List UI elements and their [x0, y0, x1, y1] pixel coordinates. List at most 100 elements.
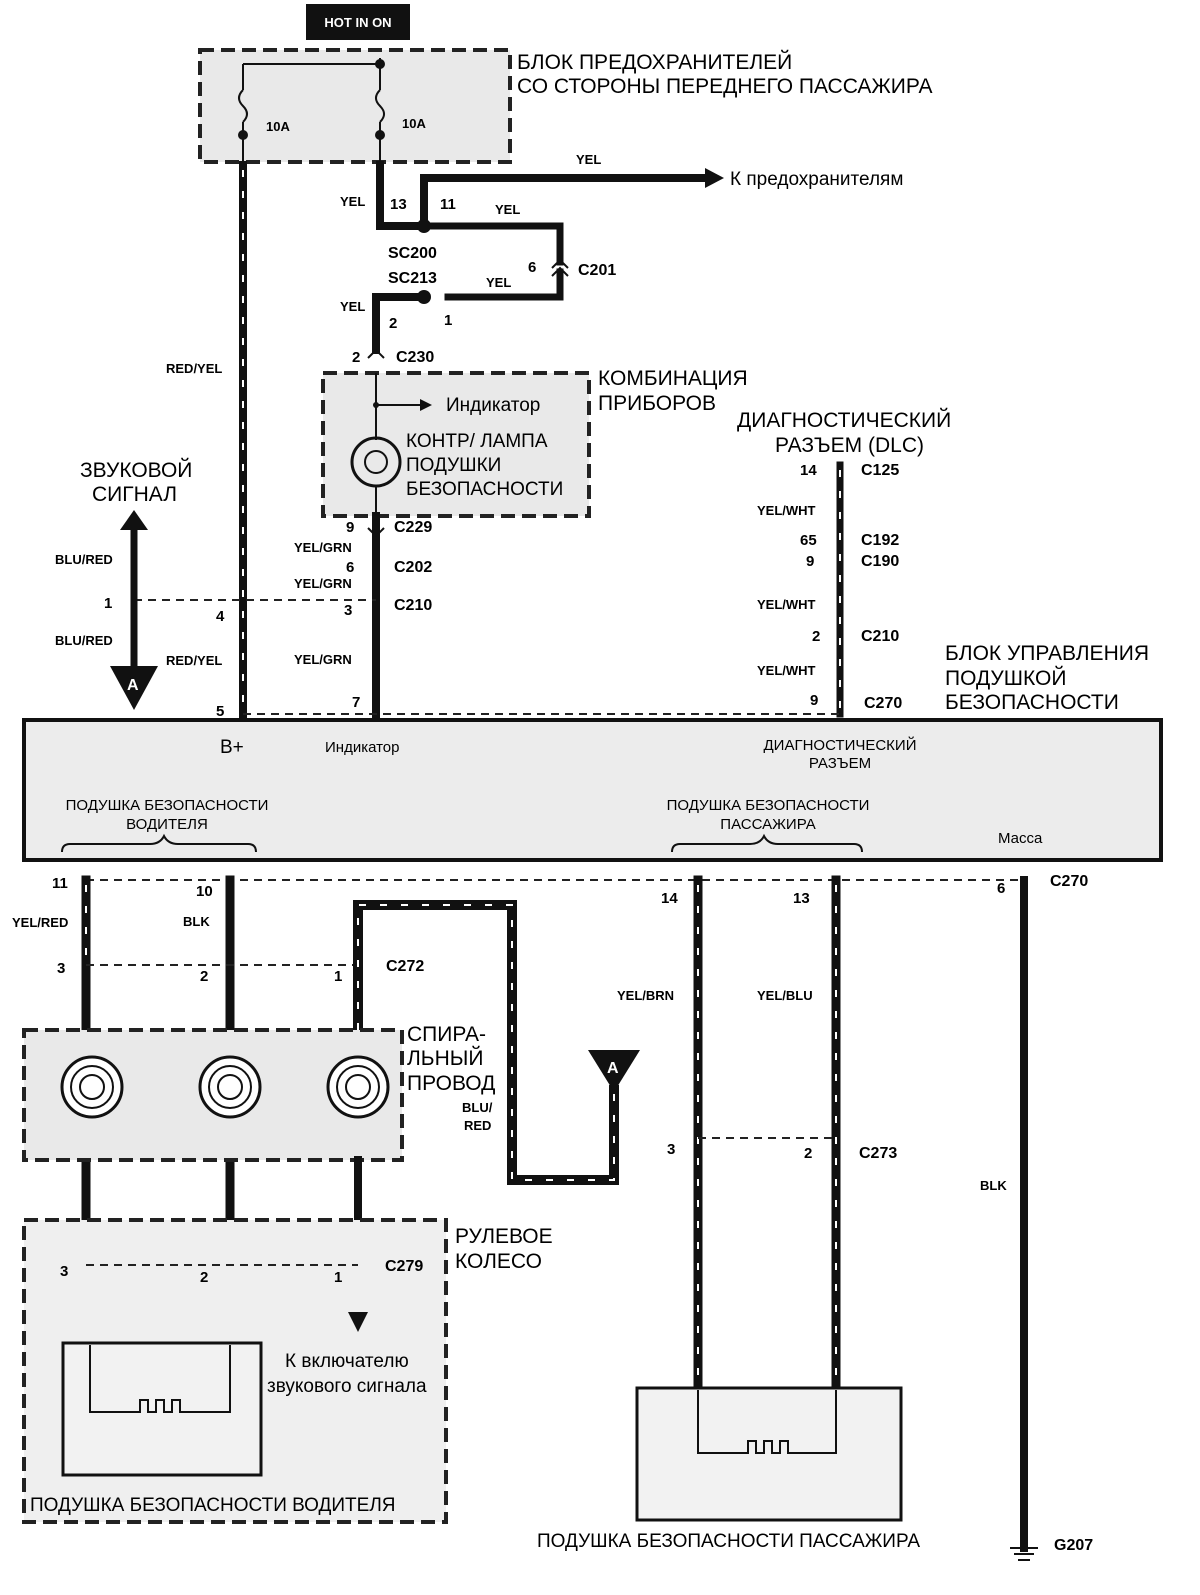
label-yel-red: YEL/RED [12, 915, 68, 930]
clockspring-coil-2-icon [198, 1055, 262, 1119]
sc213-label: SC213 [388, 270, 437, 287]
label-red-yel-2: RED/YEL [166, 653, 222, 668]
hot-label: HOT IN ON [324, 15, 391, 30]
fuse-left-icon [238, 89, 248, 123]
label-yel-1: YEL [340, 194, 365, 209]
pin-6-c201: 6 [528, 259, 536, 276]
c210-label-2: C210 [861, 628, 899, 645]
module-diag-1: ДИАГНОСТИЧЕСКИЙ [764, 736, 917, 754]
module-pass-2: ПАССАЖИРА [720, 816, 815, 833]
pin-2-sc213: 2 [389, 315, 397, 332]
module-indicator: Индикатор [325, 739, 400, 756]
pin-6-c202: 6 [346, 559, 354, 576]
module-title-2: ПОДУШКОЙ [945, 666, 1066, 690]
label-blk-1: BLK [183, 914, 210, 929]
driver-airbag-module [61, 1341, 263, 1477]
airbag-control-module [22, 718, 1163, 862]
driver-airbag-label: ПОДУШКА БЕЗОПАСНОСТИ ВОДИТЕЛЯ [30, 1495, 396, 1516]
wire-yel-1 [376, 161, 424, 230]
pin-1-c272: 1 [334, 968, 342, 985]
pin-5: 5 [216, 703, 224, 720]
cluster-title-1: КОМБИНАЦИЯ [598, 367, 748, 390]
pin-13-c270: 13 [793, 890, 810, 907]
pin-65: 65 [800, 532, 817, 549]
lamp-label-2: ПОДУШКИ [406, 455, 501, 476]
passenger-airbag-label: ПОДУШКА БЕЗОПАСНОСТИ ПАССАЖИРА [537, 1531, 920, 1552]
pin-2-c230: 2 [352, 349, 360, 366]
clockspring-coil-3-icon [326, 1055, 390, 1119]
wheel-label-2: КОЛЕСО [455, 1250, 542, 1273]
label-blu-red-2: BLU/RED [55, 633, 113, 648]
label-red-yel-1: RED/YEL [166, 361, 222, 376]
pin-2-c272: 2 [200, 968, 208, 985]
cluster-indicator-label: Индикатор [446, 395, 540, 416]
pin-2-c273: 2 [804, 1145, 812, 1162]
label-yel-grn-2: YEL/GRN [294, 576, 352, 591]
fuse-block-title-2: СО СТОРОНЫ ПЕРЕДНЕГО ПАССАЖИРА [517, 75, 933, 98]
sc200-label: SC200 [388, 245, 437, 262]
pin-4: 4 [216, 608, 225, 625]
lamp-label-3: БЕЗОПАСНОСТИ [406, 479, 563, 500]
c272-label: C272 [386, 958, 424, 975]
c230-label: C230 [396, 349, 434, 366]
ref-a-top: A [127, 677, 139, 694]
driver-squib-icon [89, 1345, 231, 1413]
lamp-label-1: КОНТР/ ЛАМПА [406, 431, 548, 452]
label-yel-blu: YEL/BLU [757, 988, 813, 1003]
pin-9-c229: 9 [346, 519, 354, 536]
module-bplus: B+ [220, 737, 244, 758]
c125-label: C125 [861, 462, 899, 479]
clockspring-label-3: ПРОВОД [407, 1072, 495, 1095]
ref-a-bottom: A [607, 1060, 619, 1077]
pin-10: 10 [196, 883, 213, 900]
label-yel-wht-2: YEL/WHT [757, 597, 816, 612]
horn-title-2: СИГНАЛ [92, 483, 177, 506]
c270-label-top: C270 [864, 695, 902, 712]
pin-9-c190: 9 [806, 553, 814, 570]
arrow-to-fuses-icon [705, 168, 724, 188]
pin-1-sc213: 1 [444, 312, 452, 329]
wire-blu-red-loop [353, 900, 619, 1185]
c273-label: C273 [859, 1145, 897, 1162]
pin-2-c210: 2 [812, 628, 820, 645]
pin-2-c279: 2 [200, 1269, 208, 1286]
horn-arrow-icon [120, 510, 148, 530]
label-blu-red-1: BLU/RED [55, 552, 113, 567]
c192-label: C192 [861, 532, 899, 549]
g207-label: G207 [1054, 1537, 1093, 1554]
pass-bracket [671, 833, 863, 853]
cluster-title-2: ПРИБОРОВ [598, 392, 716, 415]
passenger-squib-icon [697, 1390, 837, 1454]
pin-11: 11 [440, 196, 456, 213]
label-yel-3: YEL [486, 275, 511, 290]
fuse-block [198, 48, 512, 164]
fuse-block-title-1: БЛОК ПРЕДОХРАНИТЕЛЕЙ [517, 50, 792, 74]
label-blk-2: BLK [980, 1178, 1007, 1193]
pin-6-c270: 6 [997, 880, 1005, 897]
label-blu: BLU/ [462, 1100, 493, 1115]
c201-connector-icon [551, 258, 569, 277]
c202-label: C202 [394, 559, 432, 576]
pin-1-c279: 1 [334, 1269, 342, 1286]
instrument-cluster [321, 371, 591, 518]
fuse-left-rating: 10A [266, 119, 290, 134]
c229-label: C229 [394, 519, 432, 536]
module-pass-1: ПОДУШКА БЕЗОПАСНОСТИ [667, 797, 870, 814]
label-yel-brn: YEL/BRN [617, 988, 674, 1003]
passenger-airbag-module [635, 1386, 903, 1522]
clockspring-label-1: СПИРА- [407, 1023, 486, 1046]
ref-a-top-icon [110, 666, 158, 710]
pin-3-c272: 3 [57, 960, 65, 977]
c279-label: C279 [385, 1258, 423, 1275]
ref-a-bottom-icon [588, 1050, 640, 1092]
label-yel-grn-3: YEL/GRN [294, 652, 352, 667]
dlc-title-2: РАЗЪЕМ (DLC) [775, 434, 924, 457]
label-yel-top: YEL [576, 152, 601, 167]
to-fuses-label: К предохранителям [730, 169, 903, 190]
wheel-label-1: РУЛЕВОЕ [455, 1225, 553, 1248]
pin-13: 13 [390, 196, 407, 213]
c190-label: C190 [861, 553, 899, 570]
c201-label: C201 [578, 262, 616, 279]
ground-icon [1010, 1547, 1038, 1561]
